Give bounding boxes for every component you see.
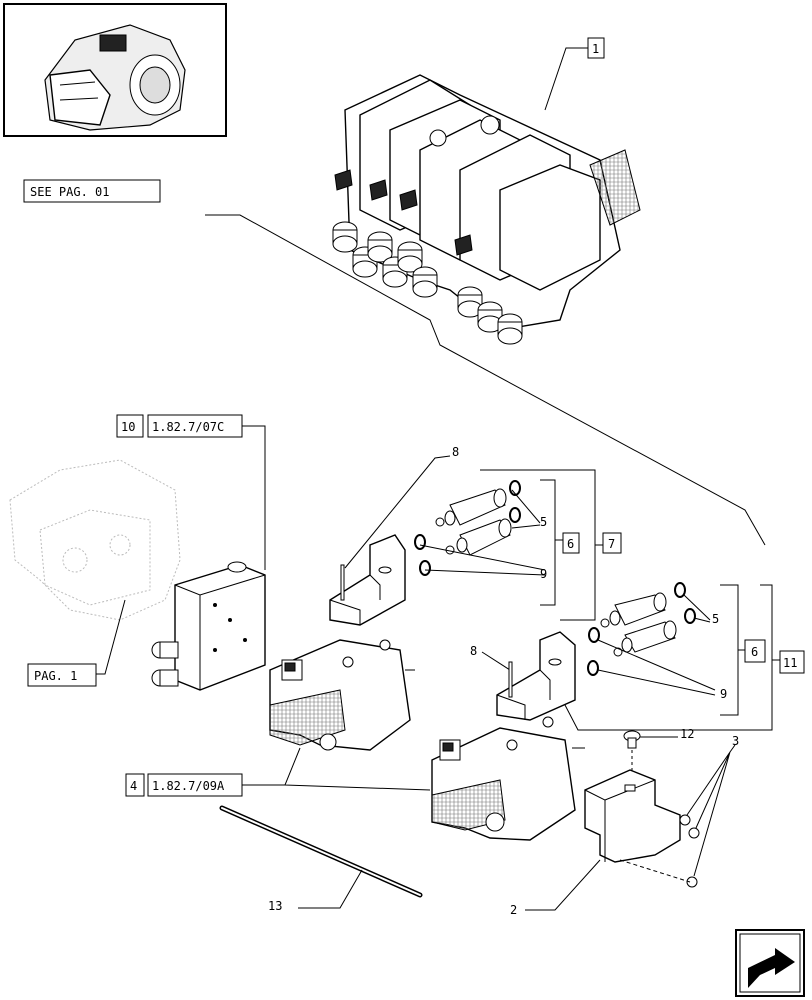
callout-9b-label: 9 bbox=[720, 687, 727, 701]
ref-4-code: 1.82.7/09A bbox=[152, 779, 225, 793]
callout-7-label: 7 bbox=[608, 537, 615, 551]
callout-3[interactable]: 3 bbox=[732, 734, 739, 748]
callout-9-upper[interactable]: 9 bbox=[540, 567, 547, 581]
callout-2[interactable]: 2 bbox=[510, 903, 517, 917]
see-page-label: SEE PAG. 01 bbox=[30, 185, 109, 199]
callout-12[interactable]: 12 bbox=[680, 727, 694, 741]
callout-7[interactable]: 7 bbox=[602, 532, 622, 554]
callout-6a-label: 6 bbox=[567, 537, 574, 551]
callout-6b-label: 6 bbox=[751, 645, 758, 659]
callout-8b-label: 8 bbox=[470, 644, 477, 658]
ref-10[interactable]: 10 1.82.7/07C bbox=[116, 414, 243, 438]
ref-4-label: 4 bbox=[130, 779, 137, 793]
next-page-arrow-icon[interactable] bbox=[735, 929, 805, 997]
callout-1[interactable]: 1 bbox=[587, 37, 605, 59]
callout-1-label: 1 bbox=[592, 42, 599, 56]
ref-4[interactable]: 4 1.82.7/09A bbox=[125, 773, 243, 797]
nuts-3 bbox=[679, 814, 700, 888]
ghost-housing bbox=[9, 459, 181, 621]
callout-2-label: 2 bbox=[510, 903, 517, 917]
callout-3-label: 3 bbox=[732, 734, 739, 748]
transmission-housing-thumbnail bbox=[44, 24, 186, 131]
callout-13-label: 13 bbox=[268, 899, 282, 913]
bracket-lower bbox=[496, 631, 576, 721]
section-block-center bbox=[431, 716, 585, 841]
callout-9a-label: 9 bbox=[540, 567, 547, 581]
rod-13 bbox=[219, 805, 423, 898]
screw-12 bbox=[623, 730, 641, 775]
valve-assembly-top bbox=[332, 74, 641, 345]
callout-6-upper[interactable]: 6 bbox=[562, 532, 580, 554]
pag-1-ref[interactable]: PAG. 1 bbox=[27, 663, 97, 687]
thumbnail-frame[interactable] bbox=[3, 3, 227, 137]
pistons-upper bbox=[435, 488, 512, 556]
callout-11[interactable]: 11 bbox=[779, 650, 805, 674]
pag-1-label: PAG. 1 bbox=[34, 669, 77, 683]
callout-8a-label: 8 bbox=[452, 445, 459, 459]
orings-upper bbox=[414, 480, 521, 576]
part-2-block bbox=[584, 769, 681, 863]
see-page-ref[interactable]: SEE PAG. 01 bbox=[23, 179, 161, 203]
bracket-upper bbox=[329, 534, 406, 626]
callout-5-lower[interactable]: 5 bbox=[712, 612, 719, 626]
callout-8-upper[interactable]: 8 bbox=[452, 445, 459, 459]
callout-8-lower[interactable]: 8 bbox=[470, 644, 477, 658]
pistons-lower bbox=[600, 592, 677, 657]
ref-10-label: 10 bbox=[121, 420, 135, 434]
orings-lower bbox=[587, 582, 696, 676]
callout-5b-label: 5 bbox=[712, 612, 719, 626]
callout-13[interactable]: 13 bbox=[268, 899, 282, 913]
callout-6-lower[interactable]: 6 bbox=[744, 639, 766, 663]
callout-5-upper[interactable]: 5 bbox=[540, 515, 547, 529]
valve-block-10 bbox=[151, 561, 266, 691]
callout-9-lower[interactable]: 9 bbox=[720, 687, 727, 701]
section-block-left bbox=[269, 639, 415, 751]
callout-11-label: 11 bbox=[783, 656, 797, 670]
ref-10-code: 1.82.7/07C bbox=[152, 420, 224, 434]
callout-12-label: 12 bbox=[680, 727, 694, 741]
callout-5a-label: 5 bbox=[540, 515, 547, 529]
